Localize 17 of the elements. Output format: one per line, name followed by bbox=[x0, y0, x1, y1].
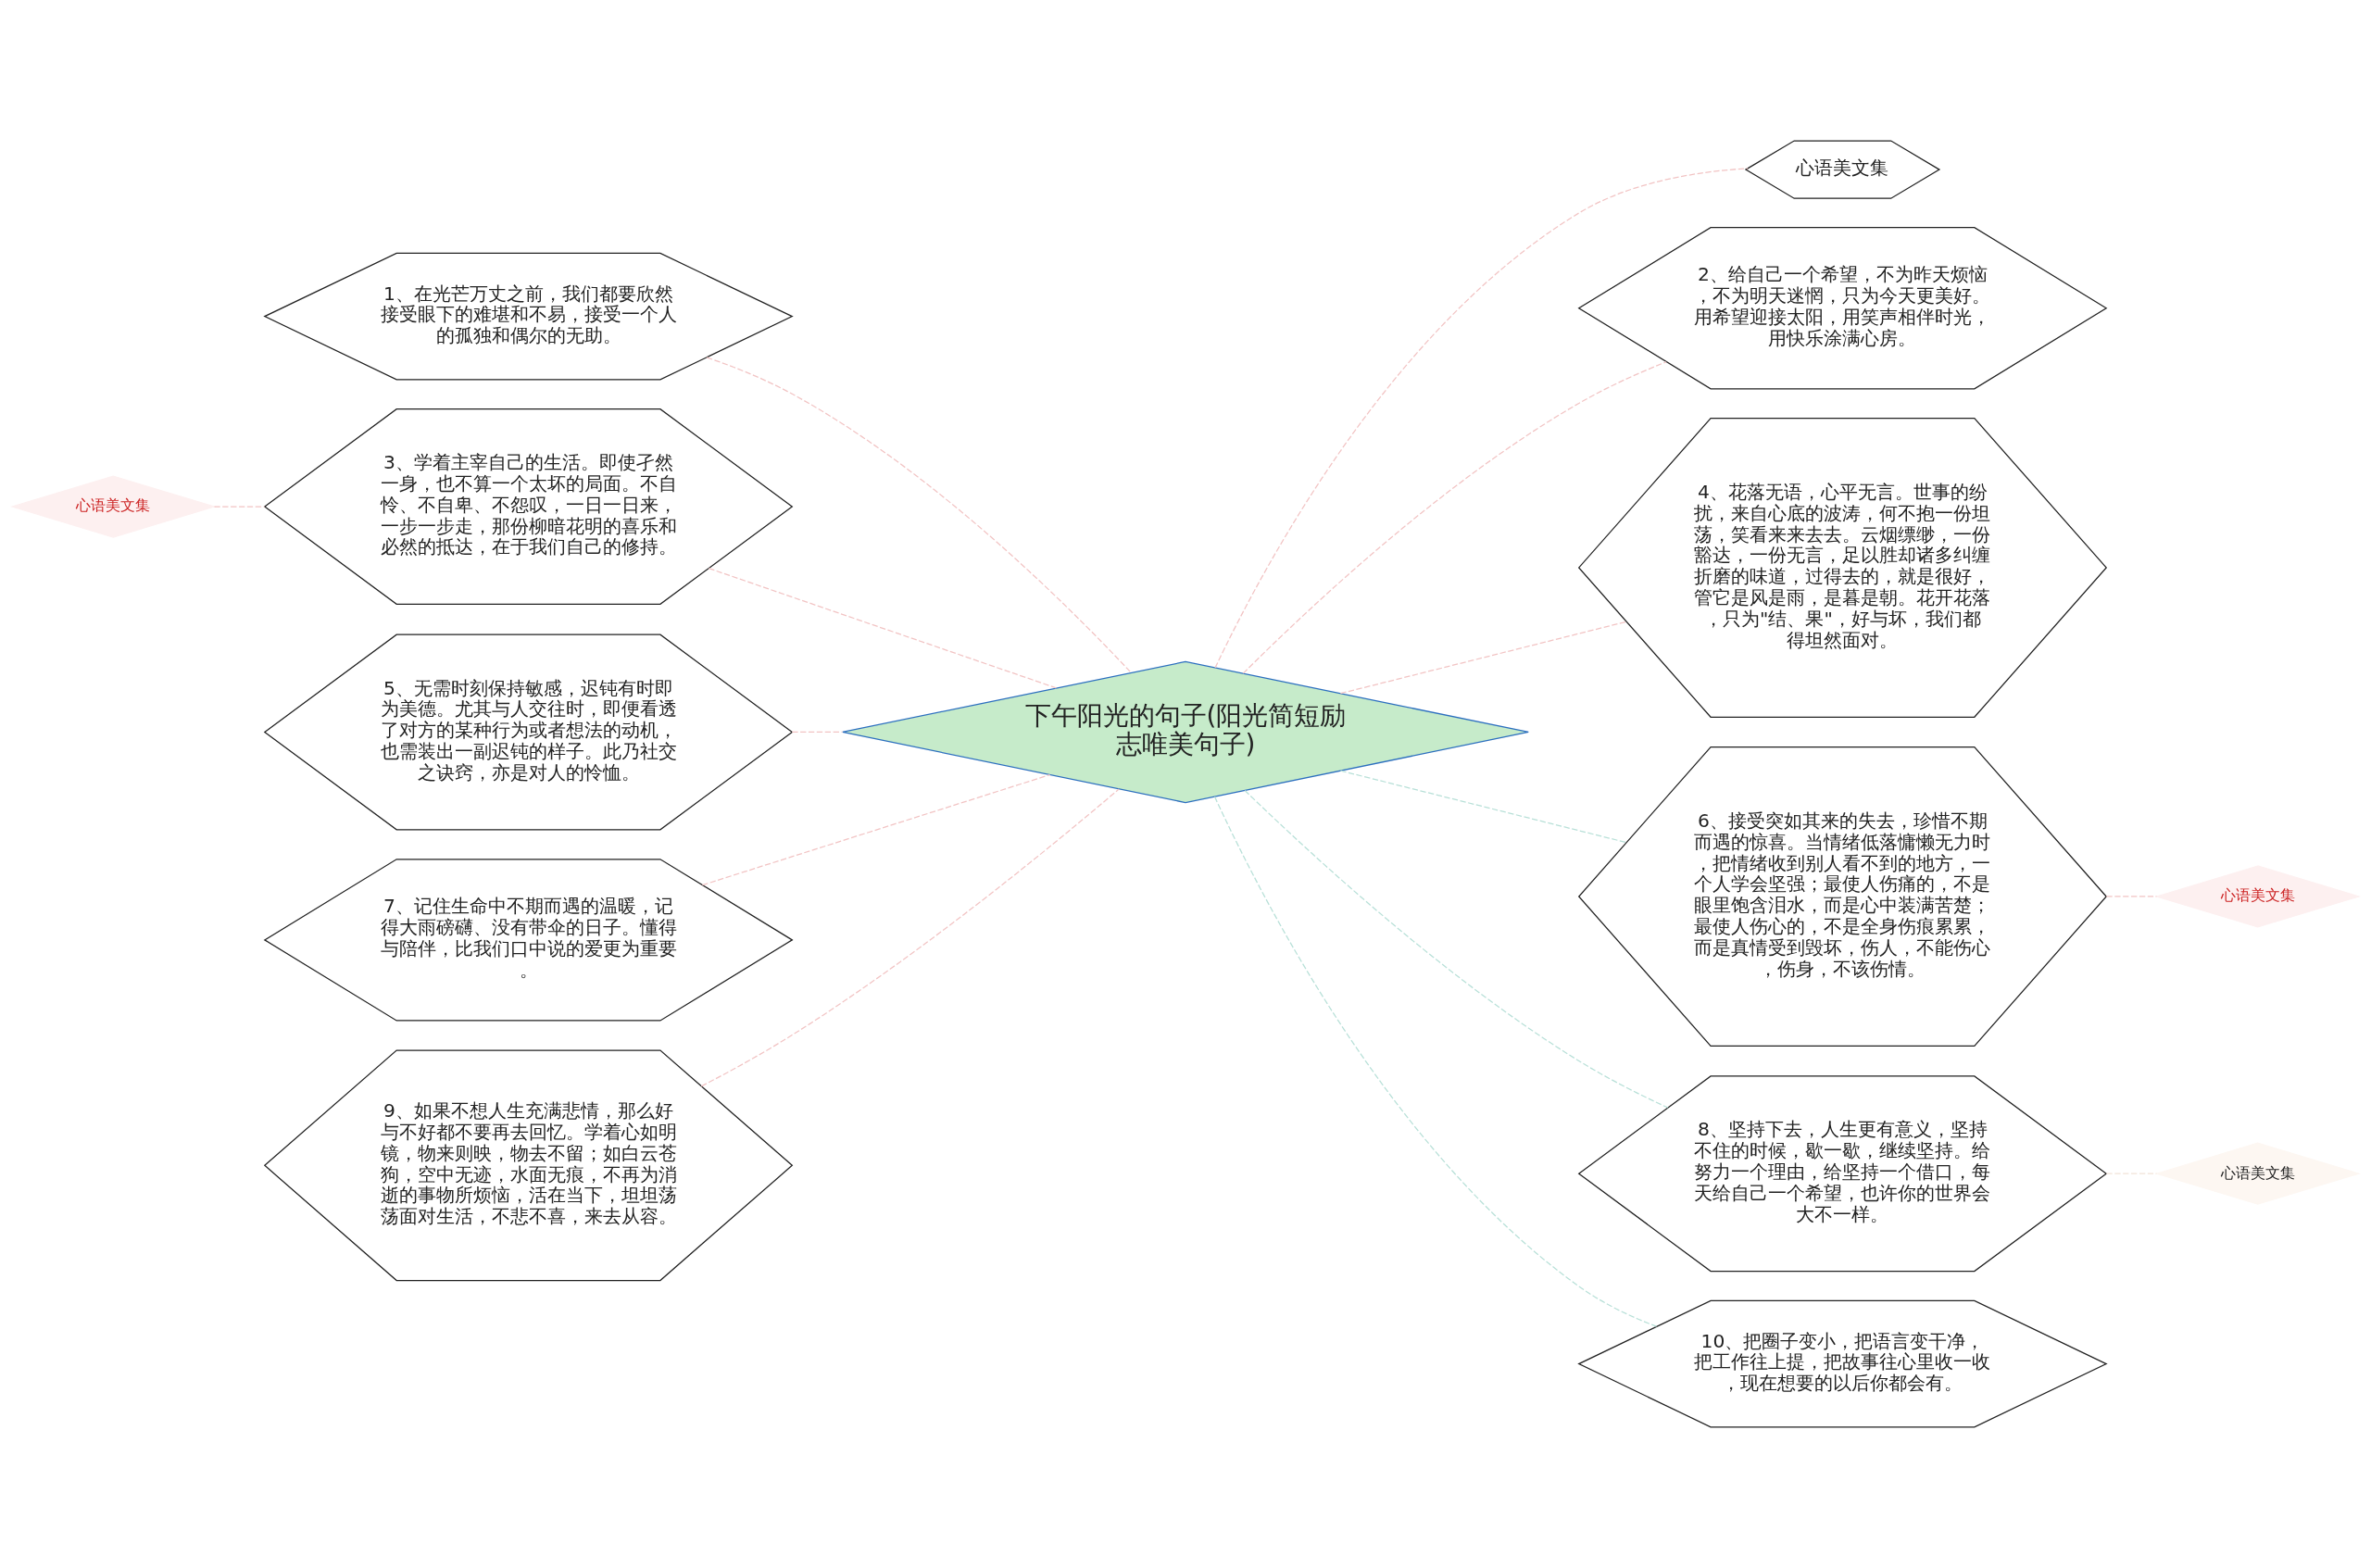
node-diamond: 心语美文集 bbox=[2154, 865, 2361, 928]
connector bbox=[791, 731, 844, 734]
connector bbox=[1214, 168, 1749, 669]
connector bbox=[1339, 770, 1627, 844]
connector bbox=[700, 788, 1120, 1087]
connector bbox=[1339, 621, 1627, 695]
connector bbox=[1244, 789, 1669, 1109]
connector bbox=[2105, 896, 2158, 897]
connector bbox=[706, 357, 1132, 673]
connector bbox=[708, 568, 1057, 689]
connector bbox=[701, 773, 1051, 886]
node-diamond: 心语美文集 bbox=[2154, 1142, 2361, 1205]
node-diamond: 下午阳光的句子(阳光简短励志唯美句子) bbox=[842, 660, 1529, 804]
connector bbox=[1213, 796, 1658, 1327]
connector bbox=[1242, 361, 1667, 674]
node-diamond: 心语美文集 bbox=[10, 475, 217, 538]
connector bbox=[213, 506, 266, 508]
